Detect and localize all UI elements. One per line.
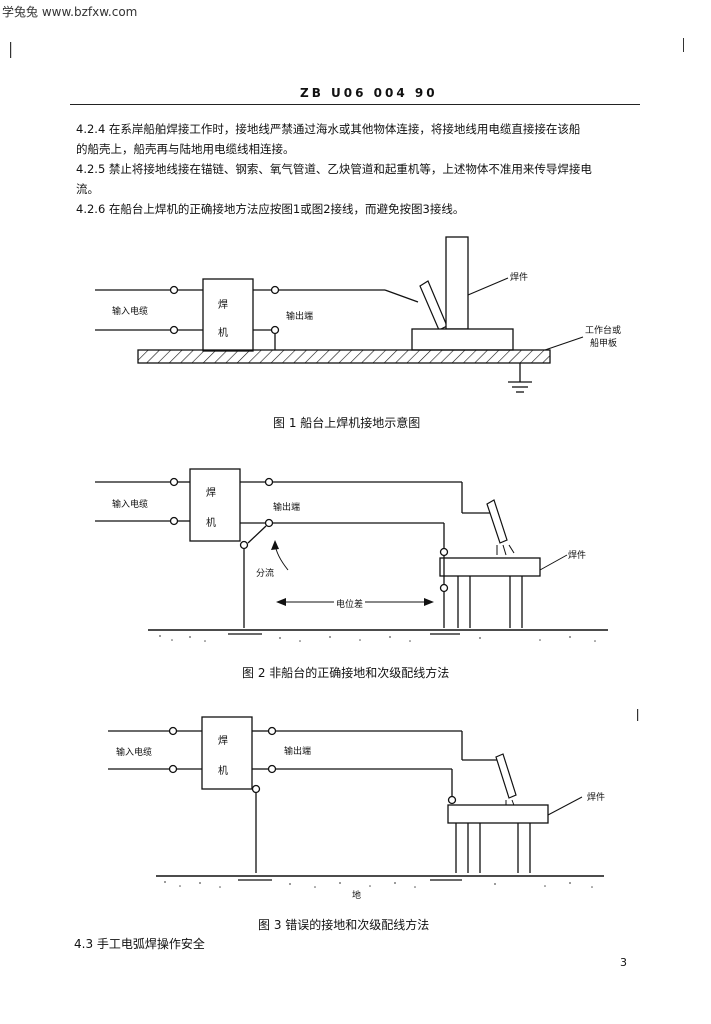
figure-1 <box>95 236 584 393</box>
paragraph-4-2-5-line1: 4.2.5 禁止将接地线接在锚链、钢索、氧气管道、乙炔管道和起重机等，上述物体不… <box>76 162 592 176</box>
fig2-welder-label-2: 机 <box>206 518 216 529</box>
watermark: 学兔兔 www.bzfxw.com <box>2 5 138 19</box>
fig1-workpiece-label: 焊件 <box>510 273 529 283</box>
fig1-deck-label-1: 工作台或 <box>585 326 622 336</box>
scan-specks <box>10 38 684 721</box>
fig1-welder-label-1: 焊 <box>218 300 228 311</box>
welder-box-1 <box>202 278 254 352</box>
figure-3 <box>108 716 604 881</box>
fig2-potential-diff-label: 电位差 <box>334 597 366 610</box>
paragraph-4-2-4-line2: 的船壳上，船壳再与陆地用电缆线相连接。 <box>76 142 295 156</box>
paragraph-4-2-4-line1: 4.2.4 在系岸船舶焊接工作时，接地线严禁通过海水或其他物体连接，将接地线用电… <box>76 122 581 136</box>
fig2-workpiece-label: 焊件 <box>568 551 587 561</box>
fig2-caption: 图 2 非船台的正确接地和次级配线方法 <box>242 666 450 680</box>
fig1-caption: 图 1 船台上焊机接地示意图 <box>273 416 421 430</box>
fig3-welder-label-1: 焊 <box>218 736 228 747</box>
figure-3-ground-texture <box>164 881 593 888</box>
fig1-output-label: 输出端 <box>286 312 314 322</box>
fig1-input-cable-label: 输入电缆 <box>112 307 149 317</box>
header-rule <box>70 104 640 105</box>
standard-header: ZB U06 004 90 <box>300 86 438 100</box>
fig3-caption: 图 3 错误的接地和次级配线方法 <box>258 918 430 932</box>
fig3-input-cable-label: 输入电缆 <box>116 748 153 758</box>
fig2-welder-label-1: 焊 <box>206 488 216 499</box>
page-number: 3 <box>620 956 627 969</box>
fig3-welder-label-2: 机 <box>218 766 228 777</box>
paragraph-4-2-6: 4.2.6 在船台上焊机的正确接地方法应按图1或图2接线，而避免按图3接线。 <box>76 202 465 216</box>
figure-2-ground-texture <box>159 635 596 642</box>
figure-2 <box>95 468 608 635</box>
fig3-ground-label: 地 <box>352 891 362 901</box>
fig1-deck-label-2: 船甲板 <box>590 339 618 349</box>
paragraph-4-2-5-line2: 流。 <box>76 182 99 196</box>
fig1-welder-label-2: 机 <box>218 328 228 339</box>
fig2-output-label: 输出端 <box>273 503 301 513</box>
fig2-shunt-label: 分流 <box>256 569 275 579</box>
fig2-input-cable-label: 输入电缆 <box>112 500 149 510</box>
welder-box-3 <box>201 716 253 790</box>
fig3-output-label: 输出端 <box>284 747 312 757</box>
welder-box-2 <box>189 468 241 542</box>
section-4-3-heading: 4.3 手工电弧焊操作安全 <box>74 937 205 951</box>
fig3-workpiece-label: 焊件 <box>587 793 606 803</box>
